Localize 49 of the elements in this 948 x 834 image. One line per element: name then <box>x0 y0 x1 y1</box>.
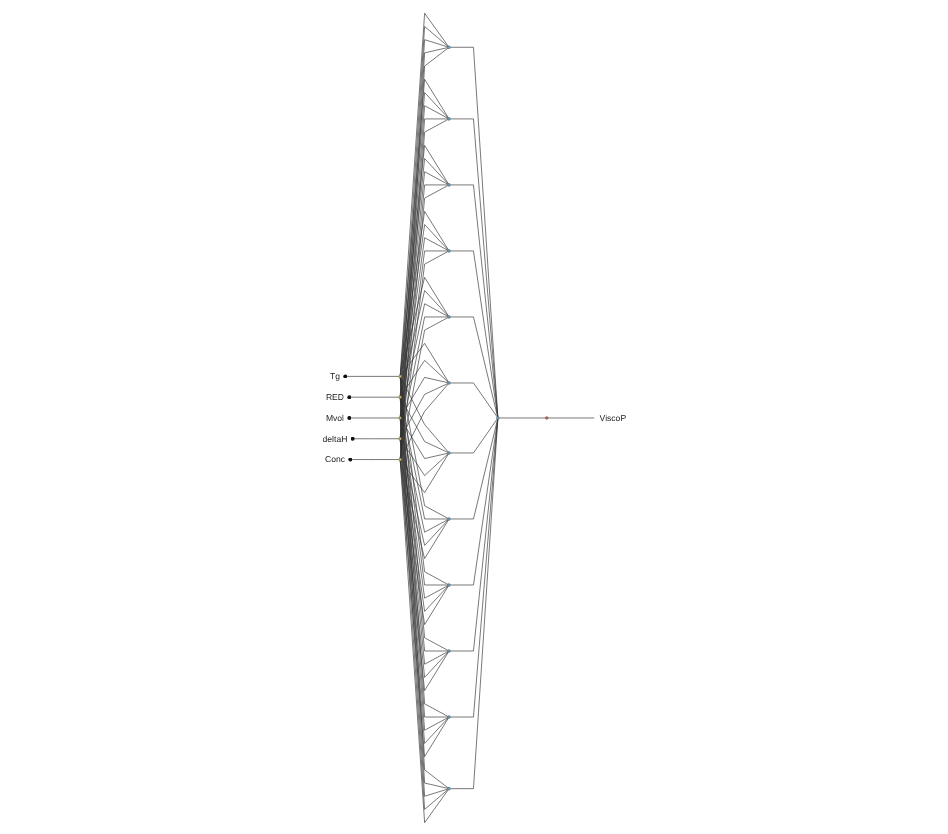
node-circle <box>447 380 451 384</box>
node-circle <box>447 314 451 318</box>
connector <box>399 376 448 518</box>
connector <box>399 315 448 437</box>
node-circle <box>398 415 402 419</box>
connector <box>399 223 449 396</box>
node-circle <box>398 456 402 461</box>
connector <box>399 236 448 416</box>
connector <box>400 417 448 458</box>
connector <box>498 416 546 418</box>
connector <box>449 418 498 651</box>
connector <box>400 382 448 437</box>
node-circle <box>447 648 451 652</box>
node-circle <box>447 248 451 252</box>
connector <box>449 183 498 416</box>
node-circle <box>544 415 549 419</box>
node-circle <box>447 44 451 48</box>
connector <box>399 316 448 458</box>
node-circle <box>447 116 451 120</box>
connector <box>399 438 449 545</box>
node-circle <box>447 582 451 586</box>
connector <box>449 117 498 416</box>
connector <box>449 418 498 717</box>
connector <box>399 438 449 611</box>
connector <box>449 418 498 789</box>
connector <box>399 302 448 417</box>
connector <box>449 315 498 417</box>
connector <box>449 46 498 416</box>
node-circle <box>447 714 451 718</box>
node-circle <box>447 516 451 520</box>
connector <box>449 381 498 417</box>
node-circle <box>398 436 402 440</box>
node-circle <box>495 415 500 419</box>
connector <box>449 418 498 585</box>
connector <box>449 417 498 519</box>
connector <box>399 459 449 624</box>
connector <box>400 376 448 417</box>
node-circle <box>447 182 451 186</box>
connector <box>399 417 448 532</box>
node-circle <box>447 450 451 454</box>
node-circle <box>398 373 402 378</box>
connector <box>449 249 498 416</box>
node-circle <box>447 786 451 790</box>
connector <box>399 289 449 396</box>
connector <box>399 459 449 558</box>
connector <box>399 210 449 375</box>
connector <box>399 276 449 375</box>
connector <box>449 417 498 453</box>
node-circle <box>398 394 402 398</box>
